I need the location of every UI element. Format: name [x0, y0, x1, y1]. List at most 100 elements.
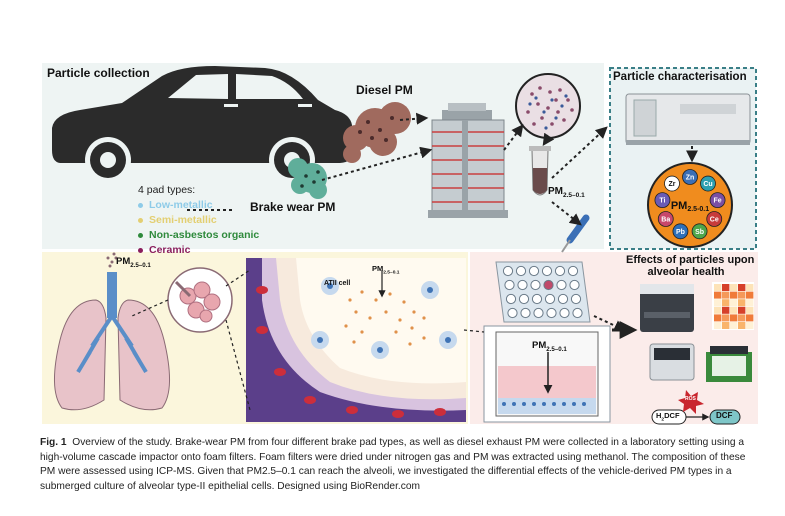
well-plate-wells — [502, 265, 583, 319]
heatmap-cell — [738, 314, 746, 322]
well — [505, 293, 517, 305]
heatmap-cell — [746, 322, 754, 329]
heatmap-cell — [730, 306, 738, 314]
well — [544, 293, 556, 305]
element-bubble-sb — [691, 223, 708, 240]
bullet-icon — [138, 203, 143, 208]
pad-type-label: Low-metallic — [149, 199, 213, 211]
well — [530, 279, 541, 291]
heatmap-cell — [714, 299, 722, 307]
well — [541, 265, 553, 277]
well — [572, 307, 583, 319]
well — [502, 265, 514, 277]
plate-reader-icon — [640, 284, 694, 332]
pm-label-well: PM2.5–0.1 — [532, 340, 567, 353]
element-symbol-ba: Ba — [661, 217, 670, 224]
well — [520, 307, 531, 319]
pipette-icon — [561, 214, 590, 253]
analyser-icon — [649, 343, 695, 381]
heatmap-cell — [730, 314, 738, 322]
alveolar-cross-section-icon — [246, 258, 466, 422]
well — [531, 293, 543, 305]
element-bubble-ce — [706, 211, 723, 227]
heatmap-cells — [714, 284, 754, 329]
well-plate-icon — [495, 261, 591, 323]
well — [543, 279, 554, 291]
pm-label-alveolus: PM2.5–0.1 — [372, 264, 400, 276]
well — [504, 279, 515, 291]
pad-types-list: 4 pad types: Low-metallic Semi-metallic … — [138, 183, 259, 258]
figure-caption: Fig. 1 Overview of the study. Brake-wear… — [40, 436, 760, 494]
particle-characterisation-title: Particle characterisation — [613, 71, 747, 83]
heatmap-cell — [738, 291, 746, 299]
pad-type-non-asbestos-organic: Non-asbestos organic — [138, 228, 259, 243]
icp-ms-instrument-icon — [625, 93, 751, 145]
pad-type-ceramic: Ceramic — [138, 243, 259, 258]
heatmap-cell — [746, 299, 754, 307]
heatmap-cell — [738, 306, 746, 314]
heatmap-cell — [738, 284, 746, 291]
h2dcf-label: H2DCF — [656, 411, 680, 423]
well — [570, 293, 582, 305]
atii-cell-label: ATII cell — [324, 280, 351, 287]
pm-label-tube: PM2.5–0.1 — [548, 186, 585, 199]
diesel-pm-cloud-icon — [343, 102, 411, 163]
figure-caption-text: Overview of the study. Brake-wear PM fro… — [40, 437, 746, 492]
element-symbol-zn: Zn — [686, 175, 695, 182]
figure-label: Fig. 1 — [40, 437, 67, 448]
element-bubble-zr — [664, 175, 680, 192]
ros-label: ROS — [685, 396, 696, 402]
brake-wear-pm-label: Brake wear PM — [250, 200, 336, 214]
well — [518, 293, 530, 305]
well — [557, 293, 569, 305]
culture-well-icon — [483, 325, 611, 423]
lungs-icon — [53, 252, 171, 411]
heatmap-cell — [746, 291, 754, 299]
well — [554, 265, 566, 277]
pad-type-label: Ceramic — [149, 244, 191, 256]
bullet-icon — [138, 233, 143, 238]
element-symbol-ti: Ti — [659, 198, 665, 205]
heatmap-cell — [714, 284, 722, 291]
element-bubble-fe — [709, 192, 726, 209]
heatmap-cell — [722, 299, 730, 307]
element-symbol-sb: Sb — [695, 229, 704, 236]
pad-types-title: 4 pad types: — [138, 184, 196, 196]
heatmap-icon — [712, 282, 754, 330]
well — [528, 265, 540, 277]
heatmap-cell — [738, 299, 746, 307]
element-symbol-pb: Pb — [676, 229, 685, 236]
heatmap-cell — [722, 291, 730, 299]
heatmap-cell — [714, 306, 722, 314]
heatmap-cell — [714, 322, 722, 329]
well — [507, 307, 518, 319]
cascade-impactor-icon — [428, 103, 508, 218]
dcf-assay-icon — [651, 390, 741, 425]
heatmap-cell — [730, 284, 738, 291]
well — [515, 265, 527, 277]
pad-type-label: Non-asbestos organic — [149, 229, 260, 241]
element-bubble-ti — [654, 192, 671, 209]
electrophoresis-icon — [706, 346, 752, 382]
well — [559, 307, 570, 319]
heatmap-cell — [738, 322, 746, 329]
heatmap-cell — [722, 306, 730, 314]
sample-tube-icon — [529, 146, 551, 196]
heatmap-cell — [730, 291, 738, 299]
zoom-lines — [131, 269, 485, 411]
bullet-icon — [138, 218, 143, 223]
element-bubble-pb — [672, 223, 689, 240]
element-symbol-cu: Cu — [703, 181, 712, 188]
diesel-pm-label: Diesel PM — [356, 83, 413, 97]
element-bubble-ba — [657, 211, 674, 227]
well — [533, 307, 544, 319]
element-symbol-ce: Ce — [710, 217, 719, 224]
brake-wear-pm-cloud-icon — [288, 158, 327, 199]
pm-label-lung: PM2.5–0.1 — [116, 256, 151, 269]
well — [517, 279, 528, 291]
element-symbol-zr: Zr — [669, 181, 676, 188]
alveoli-magnified-icon — [167, 267, 233, 333]
heatmap-cell — [746, 306, 754, 314]
heatmap-cell — [722, 284, 730, 291]
